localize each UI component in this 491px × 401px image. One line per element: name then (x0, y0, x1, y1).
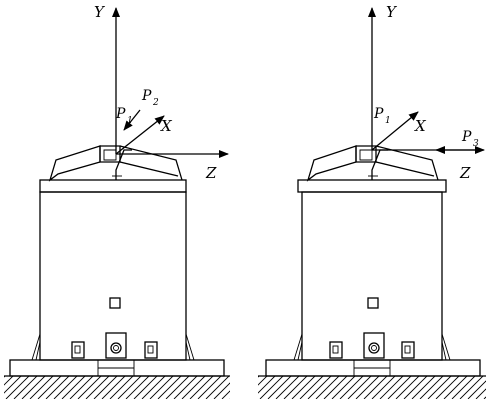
ground-hatch-line (4, 376, 6, 378)
left-body (31, 179, 195, 361)
ground-hatch-line (371, 376, 396, 399)
ground-hatch-line (467, 380, 486, 399)
ground-hatch-line (173, 376, 198, 399)
right-x-label: X (414, 117, 427, 135)
ground-hatch-line (339, 376, 364, 399)
right-axes (368, 7, 485, 154)
ground-hatch-line (69, 376, 94, 399)
ground-hatch-line (165, 376, 190, 399)
ground-hatch-line (197, 376, 222, 399)
ground-hatch-line (221, 390, 230, 399)
ground-hatch-line (427, 376, 452, 399)
ground-hatch-line (29, 376, 54, 399)
ground-hatch-line (157, 376, 182, 399)
ground-hatch-line (395, 376, 420, 399)
ground-hatch-line (133, 376, 158, 399)
ground-hatch-line (475, 388, 486, 399)
ground-hatch-line (387, 376, 412, 399)
left-axes (112, 7, 229, 158)
ground-hatch-line (258, 376, 260, 378)
ground-hatch-line (459, 376, 484, 399)
ground-hatch-line (307, 376, 332, 399)
right-p3-sub: 3 (473, 139, 479, 149)
left-p2-sub: 2 (152, 98, 159, 108)
left-ground (4, 375, 261, 399)
left-p2-arrow (123, 109, 141, 131)
ground-hatch-line (411, 376, 436, 399)
left-x-label: X (160, 117, 173, 135)
right-ground (228, 375, 486, 399)
left-p1-sub: 1 (127, 116, 133, 126)
ground-hatch-line (5, 376, 30, 399)
ground-hatch-line (419, 376, 444, 399)
ground-hatch-line (205, 376, 230, 399)
ground-hatch-line (379, 376, 404, 399)
ground-hatch-line (483, 396, 486, 399)
ground-hatch-line (93, 376, 118, 399)
ground-hatch-line (13, 376, 38, 399)
ground-hatch-line (355, 376, 380, 399)
right-x-axis (371, 111, 419, 151)
ground-hatch-line (141, 376, 166, 399)
ground-hatch-line (259, 376, 284, 399)
left-p1-letter: P (115, 106, 126, 122)
ground-hatch-line (61, 376, 86, 399)
left-base-plate (9, 359, 225, 377)
ground-hatch-line (443, 376, 468, 399)
right-base-plate (265, 359, 481, 377)
ground-hatch-line (275, 376, 300, 399)
right-p3-letter: P (461, 129, 472, 145)
ground-hatch-line (229, 398, 230, 399)
right-z-label: Z (459, 164, 471, 182)
ground-hatch-line (213, 382, 230, 399)
ground-hatch-line (109, 376, 134, 399)
ground-hatch-line (53, 376, 78, 399)
ground-hatch-line (117, 376, 142, 399)
ground-hatch-line (125, 376, 150, 399)
right-body (293, 179, 451, 361)
right-p1-sub: 1 (385, 116, 391, 126)
left-top-fixture (48, 145, 183, 182)
ground-hatch-line (258, 376, 276, 394)
ground-hatch-line (45, 376, 70, 399)
ground-hatch-line (21, 376, 46, 399)
ground-hatch-line (101, 376, 126, 399)
ground-hatch-line (238, 376, 261, 399)
ground-hatch-line (283, 376, 308, 399)
ground-hatch-line (85, 376, 110, 399)
ground-hatch-line (258, 376, 268, 386)
ground-hatch-line (181, 376, 206, 399)
ground-hatch-line (315, 376, 340, 399)
right-top-fixture (306, 145, 439, 182)
ground-hatch-line (228, 376, 251, 399)
ground-hatch-line (267, 376, 292, 399)
ground-hatch-line (299, 376, 324, 399)
ground-hatch-line (363, 376, 388, 399)
ground-hatch-line (347, 376, 372, 399)
left-p2-letter: P (141, 88, 152, 104)
ground-hatch-line (4, 376, 22, 394)
right-assembly: Y Z X P 1 P 3 (228, 3, 486, 399)
ground-hatch-line (149, 376, 174, 399)
ground-hatch-line (77, 376, 102, 399)
ground-hatch-line (291, 376, 316, 399)
ground-hatch-line (37, 376, 62, 399)
left-y-label: Y (94, 3, 106, 21)
right-y-label: Y (386, 3, 398, 21)
left-assembly: Y Z X P 1 P 2 (4, 3, 261, 399)
ground-hatch-line (189, 376, 214, 399)
ground-hatch-line (331, 376, 356, 399)
ground-hatch-line (435, 376, 460, 399)
ground-hatch-line (451, 376, 476, 399)
ground-hatch-line (323, 376, 348, 399)
left-x-axis (115, 115, 165, 155)
right-p1-letter: P (373, 106, 384, 122)
ground-hatch-line (4, 376, 14, 386)
ground-hatch-line (403, 376, 428, 399)
left-z-label: Z (205, 164, 217, 182)
